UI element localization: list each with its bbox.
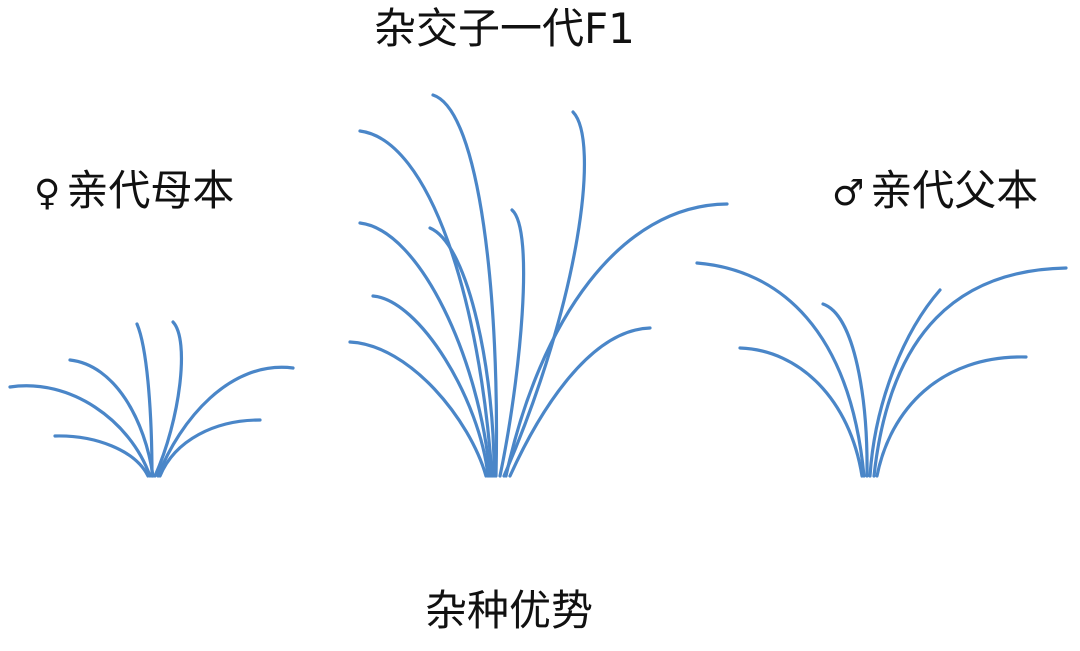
- male-parent-plant: [695, 261, 1068, 478]
- male-symbol-icon: ♂: [832, 173, 865, 214]
- male-parent-text: 亲代父本: [870, 166, 1039, 215]
- female-symbol-icon: ♀: [34, 173, 61, 214]
- f1-hybrid-plant: [348, 93, 729, 478]
- f1-hybrid-title: 杂交子一代F1: [374, 4, 635, 53]
- female-parent-text: 亲代母本: [66, 166, 235, 215]
- heterosis-caption: 杂种优势: [425, 586, 594, 635]
- female-parent-label: ♀亲代母本: [34, 170, 234, 212]
- male-parent-label: ♂亲代父本: [832, 170, 1038, 212]
- female-parent-plant: [8, 320, 295, 478]
